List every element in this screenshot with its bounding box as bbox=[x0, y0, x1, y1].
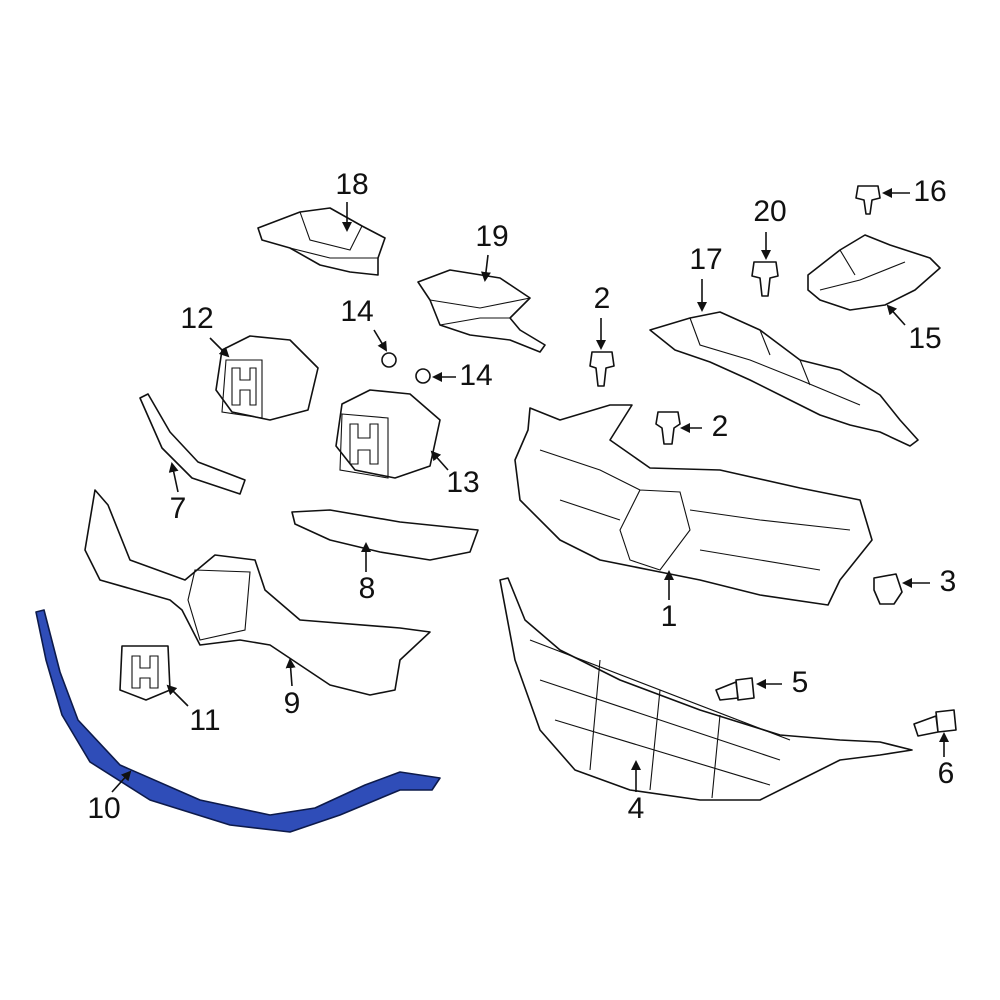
part-8-molding[interactable] bbox=[291, 509, 479, 561]
part-10-lower-molding-highlighted[interactable] bbox=[35, 609, 441, 833]
part-3-clip[interactable] bbox=[873, 573, 903, 605]
part-9-upper-frame[interactable] bbox=[84, 489, 431, 696]
callout-5[interactable]: 5 bbox=[792, 666, 809, 699]
callout-20[interactable]: 20 bbox=[753, 195, 786, 228]
part-12-emblem-housing[interactable] bbox=[215, 335, 319, 421]
part-13-emblem-housing[interactable] bbox=[335, 389, 441, 479]
callout-14[interactable]: 14 bbox=[340, 295, 373, 328]
part-4-lower-grille[interactable] bbox=[499, 577, 913, 801]
callout-1[interactable]: 1 bbox=[661, 600, 678, 633]
part-11-emblem[interactable] bbox=[119, 645, 171, 701]
part-6-bolt[interactable] bbox=[913, 709, 957, 737]
callout-18[interactable]: 18 bbox=[335, 168, 368, 201]
part-19-bracket[interactable] bbox=[417, 269, 546, 353]
part-18-bracket[interactable] bbox=[257, 207, 386, 276]
callout-7[interactable]: 7 bbox=[170, 492, 187, 525]
callout-3[interactable]: 3 bbox=[940, 565, 957, 598]
callout-10[interactable]: 10 bbox=[87, 792, 120, 825]
callout-2[interactable]: 2 bbox=[712, 410, 729, 443]
callout-8[interactable]: 8 bbox=[359, 572, 376, 605]
part-14-washer[interactable] bbox=[381, 352, 397, 368]
callout-4[interactable]: 4 bbox=[628, 792, 645, 825]
leader-lines bbox=[111, 188, 949, 793]
part-2-clip-lower[interactable] bbox=[655, 411, 681, 445]
part-2-clip-upper[interactable] bbox=[589, 351, 615, 387]
callout-17[interactable]: 17 bbox=[689, 243, 722, 276]
part-14-washer[interactable] bbox=[415, 368, 431, 384]
callout-numbers: 18 19 20 16 17 2 12 14 14 15 2 13 7 8 3 … bbox=[87, 168, 956, 825]
part-20-clip[interactable] bbox=[751, 261, 779, 297]
callout-12[interactable]: 12 bbox=[180, 302, 213, 335]
part-16-clip[interactable] bbox=[855, 185, 881, 215]
callout-9[interactable]: 9 bbox=[284, 687, 301, 720]
callout-14[interactable]: 14 bbox=[459, 359, 492, 392]
part-17-bracket[interactable] bbox=[649, 311, 919, 447]
callout-16[interactable]: 16 bbox=[913, 175, 946, 208]
part-5-bolt[interactable] bbox=[715, 677, 755, 701]
callout-2[interactable]: 2 bbox=[594, 282, 611, 315]
callout-15[interactable]: 15 bbox=[908, 322, 941, 355]
part-15-bracket[interactable] bbox=[807, 234, 941, 311]
callout-11[interactable]: 11 bbox=[189, 704, 220, 737]
callout-6[interactable]: 6 bbox=[938, 757, 955, 790]
callout-19[interactable]: 19 bbox=[475, 220, 508, 253]
part-1-grille[interactable] bbox=[514, 404, 873, 606]
part-7-molding[interactable] bbox=[139, 393, 246, 495]
callout-13[interactable]: 13 bbox=[446, 466, 479, 499]
